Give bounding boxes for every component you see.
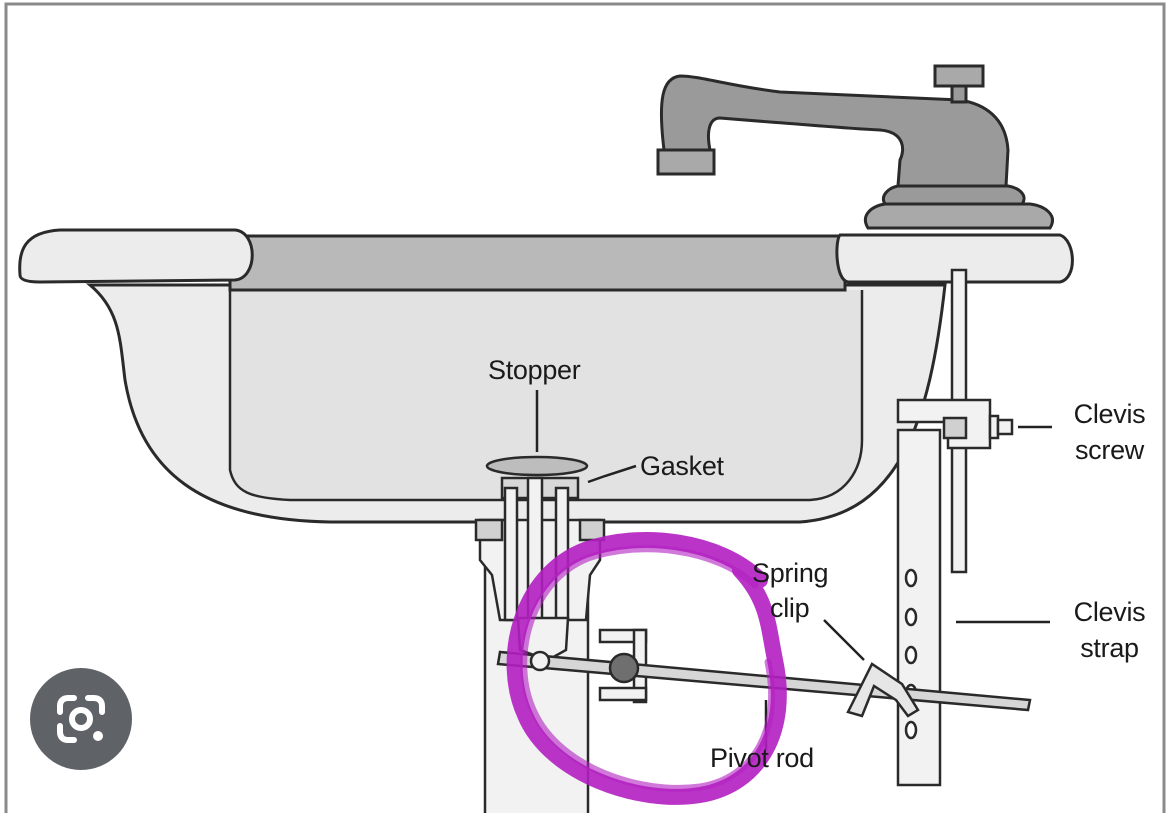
annotation-circle	[506, 532, 787, 805]
label-clevis-screw-line2: screw	[1074, 435, 1144, 465]
label-spring-clip-line1: Spring	[752, 558, 829, 588]
google-lens-button[interactable]	[30, 668, 132, 770]
label-clevis-strap-line2: strap	[1080, 633, 1139, 663]
pivot-rod	[496, 650, 1032, 718]
label-spring-clip-line2: clip	[770, 593, 810, 623]
label-clevis-screw-line1: Clevis	[1073, 399, 1146, 429]
label-clevis-strap-line1: Clevis	[1073, 597, 1146, 627]
diagram-frame	[4, 2, 1166, 818]
label-gasket: Gasket	[640, 451, 724, 481]
label-stopper: Stopper	[488, 355, 581, 385]
label-pivot-rod: Pivot rod	[710, 743, 814, 773]
google-lens-icon	[57, 695, 105, 743]
sink-basin	[18, 228, 1074, 524]
stopper-cap	[485, 455, 589, 477]
faucet	[656, 64, 1054, 230]
